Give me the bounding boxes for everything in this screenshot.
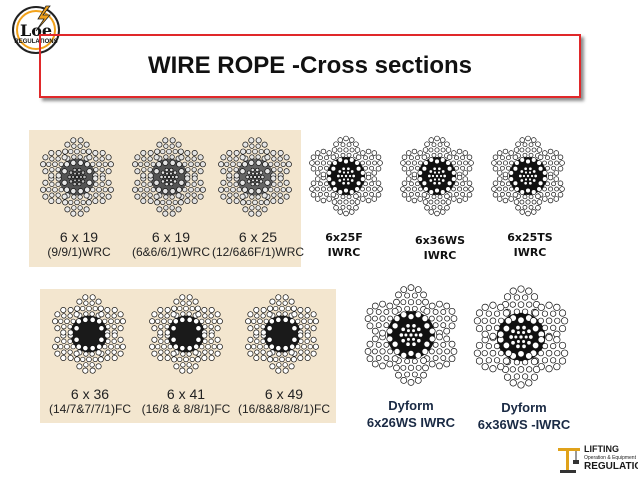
rope-label: 6 x 49 (16/8&8/8/8/1)FC bbox=[237, 386, 331, 417]
rope-label: 6 x 25 (12/6&6F/1)WRC bbox=[212, 229, 305, 260]
rope-section-6x25-12-6-6f-1 bbox=[218, 137, 292, 217]
rope-label: 6 x 41 (16/8 & 8/8/1)FC bbox=[141, 386, 231, 417]
rope-section-6x19-6-6-6-1 bbox=[132, 137, 206, 217]
logo-badge-icon bbox=[12, 5, 60, 54]
rope-section-6x36ws-iwrc bbox=[400, 135, 474, 217]
logo-subtext: REGULATIONS bbox=[14, 39, 58, 45]
footer-logo: LIFTING Operation & Equipment REGULATION… bbox=[556, 440, 638, 476]
rope-section-6x25f-iwrc bbox=[309, 135, 383, 217]
rope-label: 6 x 36 (14/7&7/7/1)FC bbox=[48, 386, 132, 417]
rope-section-6x49-fc bbox=[245, 294, 319, 374]
rope-section-6x41-fc bbox=[149, 294, 223, 374]
rope-section-dyform-6x36ws-iwrc bbox=[473, 285, 569, 389]
page-title: WIRE ROPE -Cross sections bbox=[147, 52, 473, 79]
rope-section-6x36-fc bbox=[52, 294, 126, 374]
rope-section-6x19-9-9-1 bbox=[40, 137, 114, 217]
footer-logo-line2: Operation & Equipment bbox=[584, 455, 636, 461]
title-frame: WIRE ROPE -Cross sections bbox=[39, 34, 581, 98]
crane-icon bbox=[558, 448, 580, 473]
footer-logo-line3: REGULATIONS bbox=[584, 461, 638, 472]
rope-label: 6 x 19 (6&6/6/1)WRC bbox=[131, 229, 211, 260]
rope-label: 6 x 19 (9/9/1)WRC bbox=[47, 229, 111, 260]
footer-logo-line1: LIFTING bbox=[584, 444, 619, 454]
rope-section-6x25ts-iwrc bbox=[491, 135, 565, 217]
brand-logo: Loe REGULATIONS bbox=[6, 3, 70, 55]
rope-section-dyform-6x26ws-iwrc bbox=[364, 284, 458, 386]
